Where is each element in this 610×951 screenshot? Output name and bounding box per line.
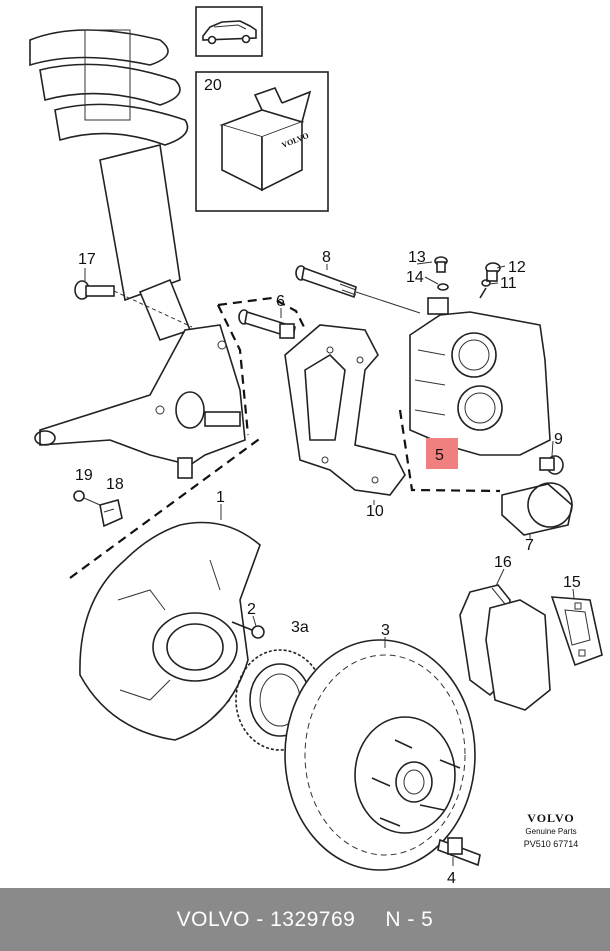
callout-10: 10 <box>366 503 384 520</box>
bolt-19 <box>73 490 101 506</box>
steering-knuckle <box>34 324 246 479</box>
assembly-outline-right <box>398 409 501 493</box>
callout-1: 1 <box>216 489 225 506</box>
clip-18 <box>99 499 123 528</box>
part-20-box-frame: VOLVO <box>195 71 329 212</box>
assembly-outline-left <box>217 304 250 436</box>
callout-8: 8 <box>322 249 331 266</box>
piston-7 <box>501 482 573 536</box>
logo-ref-number: PV510 67714 <box>524 839 579 849</box>
callout-7: 7 <box>525 537 534 554</box>
callout-2: 2 <box>247 601 256 618</box>
bolt-2 <box>231 621 265 639</box>
callout-19: 19 <box>75 467 93 484</box>
brake-disc-3 <box>284 639 476 871</box>
callout-9: 9 <box>554 431 563 448</box>
bolt-17 <box>74 280 193 328</box>
bolt-8 <box>295 265 421 314</box>
callout-3a: 3a <box>291 619 309 636</box>
callout-11: 11 <box>500 275 517 292</box>
bolt-6 <box>238 309 296 340</box>
anti-rattle-clip-15 <box>550 596 603 667</box>
strut-assembly <box>29 29 192 341</box>
footer-position: N - 5 <box>385 907 434 931</box>
callout-13: 13 <box>408 249 426 266</box>
callout-15: 15 <box>563 574 581 591</box>
bleed-screw-parts <box>434 256 501 299</box>
callout-14: 14 <box>406 269 424 286</box>
highlight-box <box>426 438 458 469</box>
wheel-stud-4 <box>437 837 481 867</box>
splash-shield-1 <box>79 521 261 741</box>
callout-5: 5 <box>435 447 444 464</box>
footer-separator: - <box>249 907 271 931</box>
callout-6: 6 <box>276 293 285 310</box>
callout-20: 20 <box>204 77 222 94</box>
assembly-outline-lower <box>69 436 263 579</box>
logo-genuine-parts: Genuine Parts <box>525 827 576 836</box>
callout-17: 17 <box>78 251 96 268</box>
leader-lines <box>84 261 575 866</box>
car-thumbnail <box>195 6 263 57</box>
footer-part-number: 1329769 <box>270 907 356 931</box>
logo-brand: VOLVO <box>527 811 574 825</box>
callout-16: 16 <box>494 554 512 571</box>
assembly-outline-upper <box>217 296 306 330</box>
callout-4: 4 <box>447 870 456 887</box>
footer-bar: VOLVO - 1329769 N - 5 <box>0 888 610 951</box>
caliper-bracket-10 <box>284 324 406 496</box>
bolt-9 <box>539 455 564 475</box>
brake-pads-16 <box>459 584 551 711</box>
footer-brand: VOLVO <box>176 907 250 931</box>
callout-3: 3 <box>381 622 390 639</box>
exploded-parts-diagram: VOLVO <box>29 6 603 887</box>
callout-18: 18 <box>106 476 124 493</box>
caliper-housing-5 <box>409 297 551 469</box>
callout-12: 12 <box>508 259 526 276</box>
volvo-genuine-parts-logo: VOLVO Genuine Parts PV510 67714 <box>524 811 579 849</box>
